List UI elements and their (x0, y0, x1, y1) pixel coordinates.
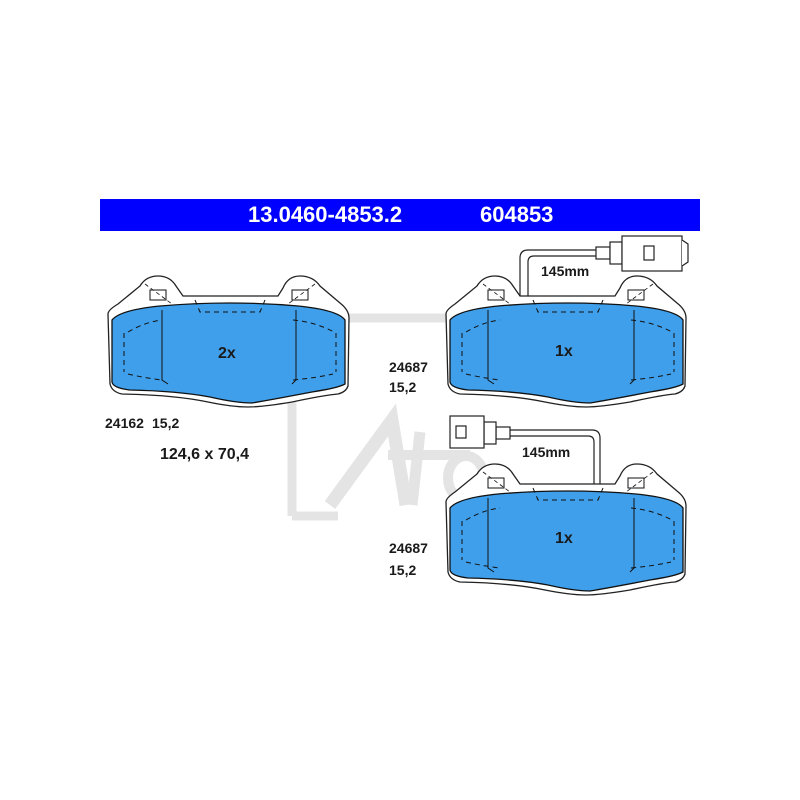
brake-pad-right-bottom: 145mm 1x 24687 15,2 (389, 415, 687, 596)
brake-pad-left: 2x 24162 15,2 (105, 275, 350, 431)
pad-right-top-code: 24687 (389, 359, 428, 375)
title-bar: 13.0460-4853.2 604853 (100, 199, 700, 231)
brake-pad-right-top: 145mm 1x 24687 15,2 (389, 235, 689, 408)
reference-number: 604853 (480, 202, 554, 227)
pad-left-code: 24162 (105, 415, 144, 431)
wear-sensor-connector (595, 235, 689, 272)
pad-right-bottom-wire-length: 145mm (522, 444, 570, 460)
pad-right-bottom-code: 24687 (389, 540, 428, 556)
pad-left-quantity: 2x (218, 345, 236, 362)
pad-dimensions: 124,6 x 70,4 (160, 446, 249, 463)
pad-right-top-thickness: 15,2 (389, 379, 416, 395)
pad-right-bottom-thickness: 15,2 (389, 562, 416, 578)
pad-right-top-wire-length: 145mm (541, 263, 589, 279)
pad-right-bottom-quantity: 1x (555, 530, 573, 547)
pad-right-top-quantity: 1x (555, 343, 573, 360)
pad-left-thickness: 15,2 (152, 415, 179, 431)
part-number: 13.0460-4853.2 (248, 202, 403, 227)
wear-sensor-connector (449, 415, 511, 449)
